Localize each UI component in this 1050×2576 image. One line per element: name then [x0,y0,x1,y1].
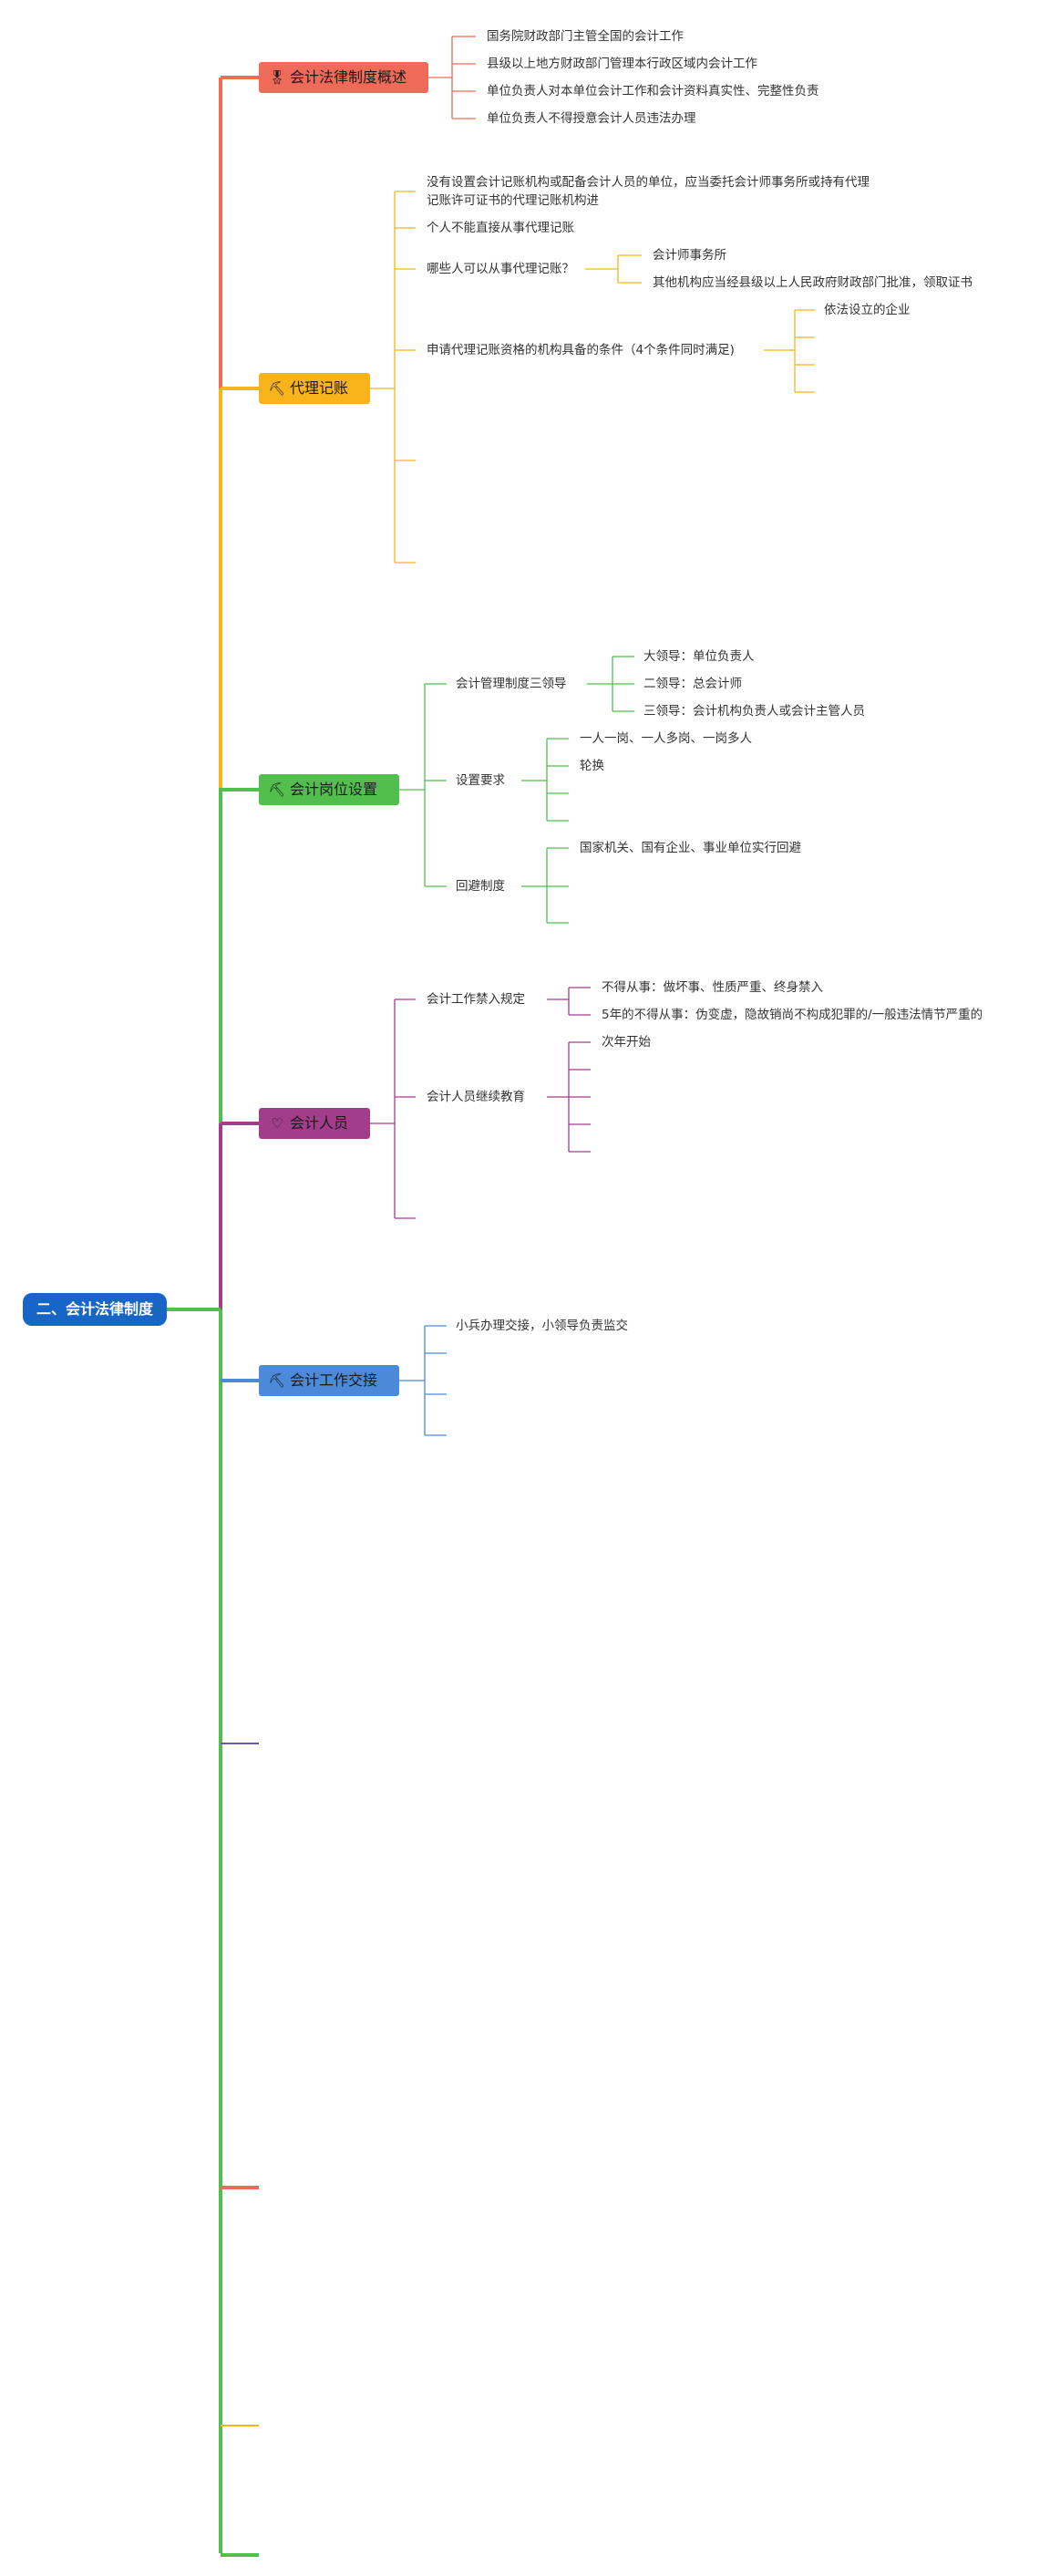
list-item: 单位负责人对本单位会计工作和会计资料真实性、完整性负责 [487,84,819,98]
list-item: 次年开始 [602,1035,651,1050]
list-item: 二领导：总会计师 [643,677,742,691]
award-icon: 🎖 [268,69,286,86]
list-item: 没有设置会计记账机构或配备会计人员的单位，应当委托会计师事务所或持有代理记账许可… [427,175,870,208]
branch-accounting-staff[interactable]: ♡ 会计人员 [259,1108,370,1139]
list-item: 申请代理记账资格的机构具备的条件（4个条件同时满足) [427,343,735,357]
branch-label: 会计工作交接 [290,1371,378,1389]
group-label: 设置要求 [456,773,505,788]
group-label: 回避制度 [456,879,505,894]
list-item: 不得从事：做坏事、性质严重、终身禁入 [602,980,823,995]
branch-label: 会计人员 [290,1114,349,1132]
list-item: 大领导：单位负责人 [643,649,755,664]
root-topic[interactable]: 二、会计法律制度 [23,1293,167,1326]
group-label: 会计工作禁入规定 [427,992,525,1007]
heart-icon: ♡ [271,1115,283,1132]
group-label: 会计管理制度三领导 [456,677,567,691]
list-item: 5年的不得从事：伪变虚，隐故销尚不构成犯罪的/一般违法情节严重的 [602,1008,983,1022]
list-item: 单位负责人不得授意会计人员违法办理 [487,111,696,126]
branch-label: 会计岗位设置 [290,781,378,798]
branch-work-handover[interactable]: ⛏会计工作交接 [259,1365,399,1396]
branch-bookkeeping-agency[interactable]: ⛏代理记账 [259,373,370,404]
list-item: 会计师事务所 [653,248,726,263]
group-label: 会计人员继续教育 [427,1090,525,1104]
list-item: 小兵办理交接，小领导负责监交 [456,1319,628,1333]
list-item: 一人一岗、一人多岗、一岗多人 [580,731,752,746]
list-item: 国家机关、国有企业、事业单位实行回避 [580,841,801,855]
list-item: 国务院财政部门主管全国的会计工作 [487,29,684,44]
list-item: 依法设立的企业 [824,303,911,317]
branch-accounting-positions[interactable]: ⛏会计岗位设置 [259,774,399,805]
branch-accounting-law-overview[interactable]: 🎖会计法律制度概述 [259,62,428,93]
list-item: 三领导：会计机构负责人或会计主管人员 [643,704,865,719]
list-item: 哪些人可以从事代理记账？ [427,262,574,276]
tools-icon: ⛏ [268,1372,286,1389]
tools-icon: ⛏ [268,781,286,798]
list-item: 轮换 [580,759,604,773]
tools-icon: ⛏ [268,380,286,397]
branch-label: 会计法律制度概述 [290,68,407,86]
list-item: 县级以上地方财政部门管理本行政区域内会计工作 [487,57,757,71]
list-item: 其他机构应当经县级以上人民政府财政部门批准，领取证书 [653,275,973,290]
list-item: 个人不能直接从事代理记账 [427,221,574,235]
branch-label: 代理记账 [290,379,349,397]
